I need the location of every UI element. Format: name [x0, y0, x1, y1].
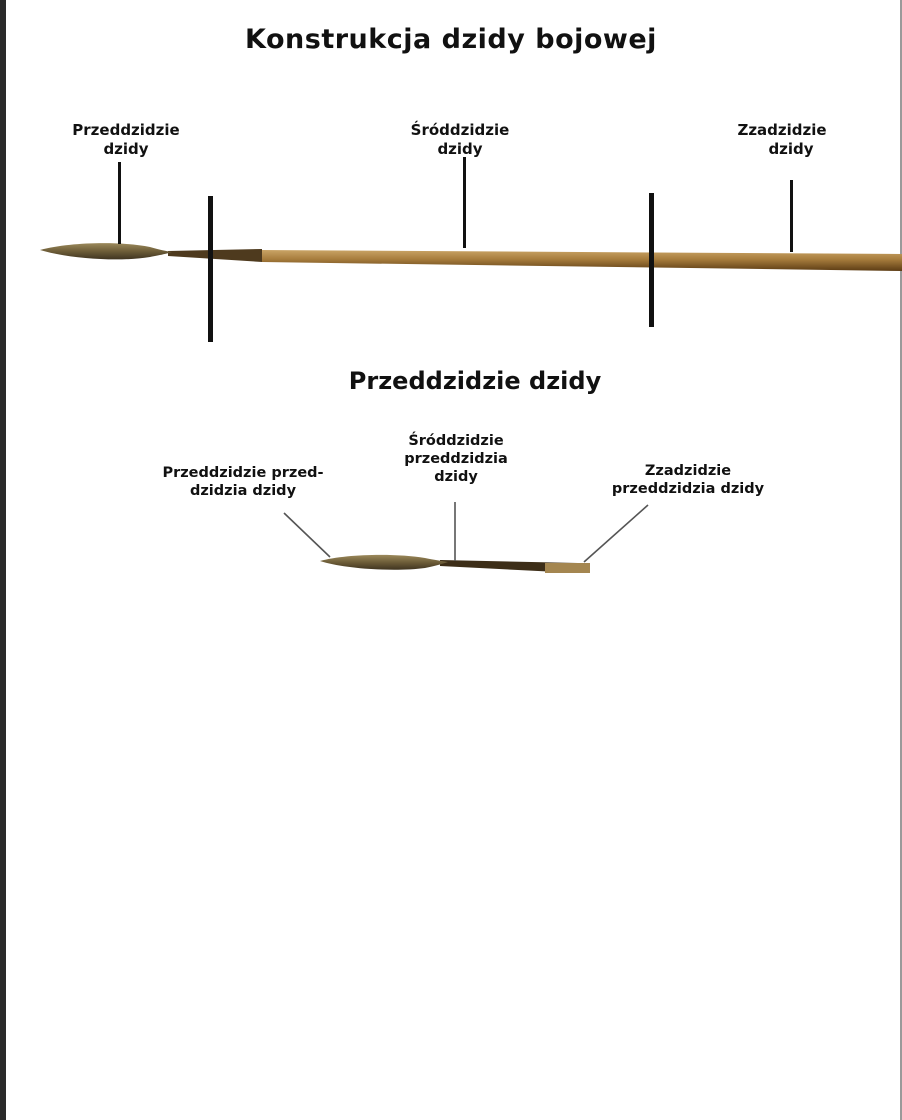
- label-top-middle-line1: Śróddzidzie: [410, 121, 510, 139]
- top-divider-back: [649, 193, 654, 327]
- label-top-front-line2: dzidy: [103, 140, 149, 158]
- left-frame-border: [0, 0, 6, 1120]
- label-detail-middle-line1: Śróddzidzie: [408, 433, 504, 449]
- label-detail-back-line2: przeddzidzia dzidy: [611, 481, 765, 497]
- label-detail-front-line2: dzidzia dzidy: [189, 483, 297, 499]
- top-spear-blade: [40, 243, 172, 260]
- label-detail-back-line1: Zzadzidzie: [644, 463, 732, 479]
- detail-leader-back: [583, 504, 649, 563]
- label-top-front: Przeddzidzie dzidy: [48, 121, 204, 159]
- label-detail-front: Przeddzidzie przed- dzidzia dzidy: [118, 464, 368, 500]
- top-leader-middle: [463, 157, 466, 248]
- label-top-middle-line2: dzidy: [437, 140, 483, 158]
- top-spear-socket: [168, 249, 262, 262]
- label-top-middle: Śróddzidzie dzidy: [382, 121, 538, 159]
- label-detail-back: Zzadzidzie przeddzidzia dzidy: [570, 462, 806, 498]
- detail-spearhead: [320, 554, 590, 573]
- label-detail-middle: Śróddzidzie przeddzidzia dzidy: [368, 432, 544, 486]
- label-detail-front-line1: Przeddzidzie przed-: [162, 465, 324, 481]
- label-top-back: Zzadzidzie dzidy: [714, 121, 850, 159]
- diagram-title: Konstrukcja dzidy bojowej: [245, 24, 657, 55]
- detail-blade: [320, 554, 448, 570]
- label-detail-middle-line2: przeddzidzia: [404, 451, 508, 467]
- top-leader-front: [118, 162, 121, 244]
- top-spear: [40, 243, 902, 271]
- detail-socket-end: [545, 563, 590, 573]
- detail-leader-front: [283, 512, 331, 558]
- label-detail-middle-line3: dzidy: [434, 469, 478, 485]
- top-leader-back: [790, 180, 793, 252]
- label-top-back-line1: Zzadzidzie: [737, 121, 827, 139]
- right-frame-border: [900, 0, 902, 1120]
- top-divider-front: [208, 196, 213, 342]
- detail-socket: [440, 560, 578, 573]
- label-top-back-line2: dzidy: [768, 140, 814, 158]
- top-spear-shaft: [262, 250, 902, 271]
- section-subtitle: Przeddzidzie dzidy: [348, 367, 602, 395]
- label-top-front-line1: Przeddzidzie: [72, 121, 180, 139]
